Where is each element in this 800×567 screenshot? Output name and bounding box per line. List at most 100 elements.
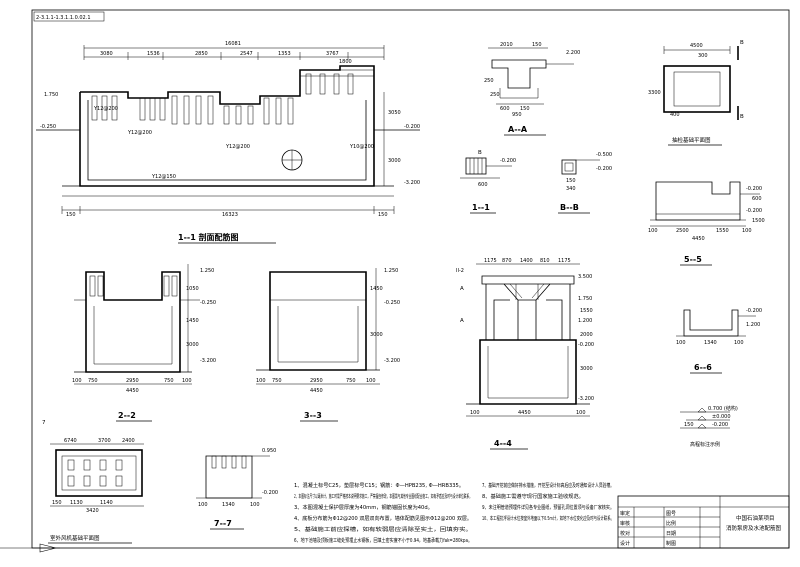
dim: 4450 [518, 410, 531, 416]
note-line: 3、本图混凝土保护层厚度为40mm，钢筋锚固长度为40d。 [294, 503, 433, 511]
section-7-7: 0.950 -0.200 100 1340 100 7--7 [196, 448, 278, 530]
dim: 600 [500, 106, 510, 112]
elevation-label: -0.200 [712, 422, 728, 428]
dim: 1536 [147, 51, 160, 57]
elevation-label: -0.200 [746, 208, 762, 214]
elevation-label: -3.200 [578, 396, 594, 402]
cut-mark: II-2 [456, 268, 464, 274]
dim: 16323 [222, 212, 238, 218]
dim: 300 [698, 53, 708, 59]
dim: 100 [256, 378, 266, 384]
elevation-label: -0.200 [262, 490, 278, 496]
dim: 3420 [86, 508, 99, 514]
dim: 340 [566, 186, 576, 192]
elevation-label: ±0.000 [712, 414, 731, 420]
title-col-label: 日期 [666, 531, 676, 537]
cut-mark: B [740, 114, 744, 120]
dim: 2500 [676, 228, 689, 234]
sheet-border [31, 9, 790, 549]
note-line: 7、基础开挖前应做好排水措施，开挖至设计标高后应及时通知设计人员验槽。 [482, 481, 614, 489]
dim: 3000 [370, 332, 383, 338]
dim: 750 [164, 378, 174, 384]
elevation-label: -0.200 [500, 158, 516, 164]
dim: 100 [676, 340, 686, 346]
dim: 1450 [370, 286, 383, 292]
dim: 2547 [240, 51, 253, 57]
dim-overall: 16081 [225, 41, 241, 47]
elevation-legend: 0.700 (结构) ±0.000 -0.200 150 高程标注示例 [680, 405, 738, 448]
section-3-3: 1.250 -0.250 -3.200 1450 3000 100 750 29… [256, 268, 400, 422]
elevation-label: 0.950 [262, 448, 276, 454]
dim: 150 [52, 500, 62, 506]
note-line: 10、本工程抗浮设计水位按室外地面以下0.5m计，如地下水位变化应及时与设计联系… [482, 514, 614, 522]
cut-mark: B [478, 150, 482, 156]
view-title: 5--5 [684, 255, 702, 264]
title-row-label: 审定 [620, 510, 630, 517]
rebar-label: Y12@200 [127, 130, 152, 136]
elevation-label: 1.200 [746, 322, 760, 328]
elevation-label: -0.200 [596, 166, 612, 172]
dim: 100 [182, 378, 192, 384]
view-title: 7--7 [214, 519, 232, 528]
dim: 1340 [704, 340, 717, 346]
title-row-label: 校对 [620, 530, 630, 537]
note-line: 8、基础施工需遵守现行国家施工验收规范。 [482, 492, 584, 500]
dim: 150 [378, 212, 388, 218]
dim: 4500 [690, 43, 703, 49]
dim: 1450 [186, 318, 199, 324]
dim: 2950 [126, 378, 139, 384]
elevation-label: -3.200 [384, 358, 400, 364]
dim: 100 [366, 378, 376, 384]
dim: 4450 [126, 388, 139, 394]
cut-mark: B [740, 40, 744, 46]
sheet-id-box [33, 11, 105, 22]
view-title: 6--6 [694, 363, 712, 372]
cut-mark: A [460, 286, 464, 292]
elevation-label: -0.200 [578, 342, 594, 348]
dim: 3000 [186, 342, 199, 348]
elevation-label: 0.700 (结构) [708, 405, 738, 412]
sheet-id: 2-3.1.1-1.3.1.1.0.02.1 [36, 15, 91, 21]
drawing-title: 消防泵房及水池配筋图 [726, 524, 782, 532]
general-notes-right: 7、基础开挖前应做好排水措施，开挖至设计标高后应及时通知设计人员验槽。 8、基础… [482, 481, 614, 522]
rebar-label: Y10@200 [349, 144, 374, 150]
dim: 3700 [98, 438, 111, 444]
dim: 150 [66, 212, 76, 218]
title-col-label: 比例 [666, 520, 676, 527]
arrow-mark-icon [39, 543, 57, 553]
dim: 150 [684, 422, 694, 428]
dim: 3767 [326, 51, 339, 57]
dim: 100 [648, 228, 658, 234]
dim: 1050 [186, 286, 199, 292]
dim: 400 [670, 112, 680, 118]
dim: 1340 [222, 502, 235, 508]
note-line: 9、未注明管道预埋件详见各专业图纸，预留孔洞位置须与设备厂家核实。 [482, 503, 614, 511]
dim: 150 [520, 106, 530, 112]
dim: 100 [72, 378, 82, 384]
elevation-label: -0.250 [200, 300, 216, 306]
title-row-label: 制图 [666, 540, 676, 547]
view-title: 2--2 [118, 411, 136, 420]
title-col-label: 图号 [666, 511, 676, 517]
note-line: 6、地下池墙及顶板施工缝处预埋止水钢板，回填土密实度不小于0.94，地基承载力f… [294, 536, 472, 544]
section-6-6: -0.200 1.200 100 1340 100 6--6 [676, 308, 762, 374]
pump-foundation-plan: 4500 300 3300 400 B B 抽检基础平面图 [648, 40, 744, 146]
project-name: 中国石油某项目 [736, 514, 775, 522]
elevation-label: -0.200 [746, 308, 762, 314]
elevation-label: -0.200 [404, 124, 420, 130]
dim: 100 [734, 340, 744, 346]
note-line: 2、本图标注尺寸以毫米计，施工时需严格按本说明要求施工，严禁擅自修改，本图需与其… [294, 492, 472, 500]
elevation-label: -0.200 [746, 186, 762, 192]
rebar-label: Y12@200 [93, 106, 118, 112]
elevation-label: 1.200 [578, 318, 592, 324]
note-line: 5、基础施工前应探槽，如有软弱层应清除至实土，回填夯实。 [294, 525, 472, 533]
dim: 1353 [278, 51, 291, 57]
elevation-label: 1.750 [44, 92, 58, 98]
title-row-label: 设计 [620, 540, 630, 547]
dim: 870 [502, 258, 512, 264]
dim: 3300 [648, 90, 661, 96]
dim: 2400 [122, 438, 135, 444]
view-title: 4--4 [494, 439, 512, 448]
dim: 100 [198, 502, 208, 508]
